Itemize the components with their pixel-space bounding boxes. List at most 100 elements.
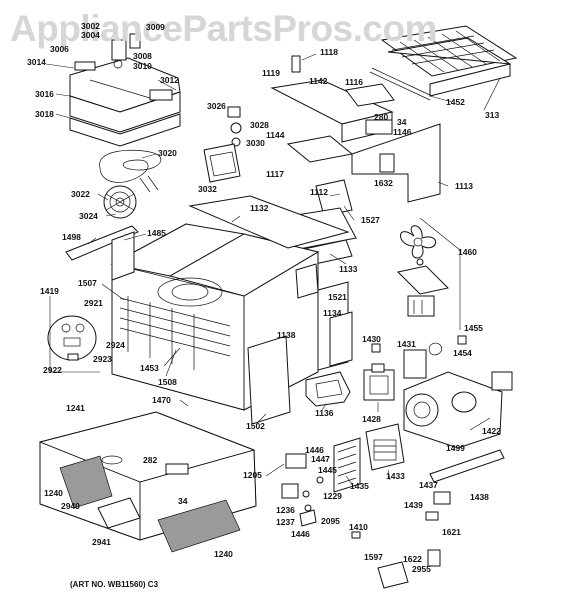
part-label-1116: 1116 <box>345 77 363 87</box>
part-label-2924: 2924 <box>106 340 125 350</box>
part-label-1446-upper: 1446 <box>305 445 324 455</box>
part-label-1431: 1431 <box>397 339 416 349</box>
grease-filter-right <box>157 499 241 553</box>
part-label-1422: 1422 <box>482 426 501 436</box>
part-label-1621: 1621 <box>442 527 461 537</box>
switches <box>371 335 467 379</box>
part-label-1470: 1470 <box>152 395 171 405</box>
part-label-1445: 1445 <box>318 465 337 475</box>
part-label-3012: 3012 <box>160 75 179 85</box>
part-label-3014: 3014 <box>27 57 46 67</box>
part-label-1410: 1410 <box>349 522 368 532</box>
part-label-1146: 1146 <box>393 127 412 137</box>
part-label-1437: 1437 <box>419 480 438 490</box>
side-rails <box>65 225 139 281</box>
part-label-34-bottom: 34 <box>178 496 188 506</box>
part-label-1133: 1133 <box>339 264 358 274</box>
part-label-1236: 1236 <box>276 505 295 515</box>
part-label-3026: 3026 <box>207 101 226 111</box>
mesh-panel <box>333 437 361 493</box>
thermostat-parts <box>203 106 242 183</box>
part-label-1229: 1229 <box>323 491 342 501</box>
part-label-3004: 3004 <box>81 30 100 40</box>
part-label-34-top: 34 <box>397 117 407 127</box>
part-label-1453: 1453 <box>140 363 159 373</box>
magnetron <box>363 363 395 401</box>
part-label-3032: 3032 <box>198 184 217 194</box>
part-label-1521: 1521 <box>328 292 347 302</box>
leader-lines <box>45 53 501 485</box>
part-label-1460: 1460 <box>458 247 477 257</box>
part-label-2955: 2955 <box>412 564 431 574</box>
part-label-1142: 1142 <box>309 76 328 86</box>
part-label-2922: 2922 <box>43 365 62 375</box>
part-label-3018: 3018 <box>35 109 54 119</box>
part-label-3024: 3024 <box>79 211 98 221</box>
part-label-1455: 1455 <box>464 323 483 333</box>
part-label-1632: 1632 <box>374 178 393 188</box>
part-label-1435: 1435 <box>350 481 369 491</box>
part-label-1113: 1113 <box>455 181 473 191</box>
part-label-1117: 1117 <box>266 169 284 179</box>
waveguide <box>305 371 351 407</box>
bracket-1499 <box>429 449 505 483</box>
part-label-1433: 1433 <box>386 471 405 481</box>
part-label-1134: 1134 <box>323 308 342 318</box>
part-label-313: 313 <box>485 110 500 120</box>
part-label-1240-left: 1240 <box>44 488 63 498</box>
part-label-2095: 2095 <box>321 516 340 526</box>
part-label-3016: 3016 <box>35 89 54 99</box>
part-label-1136: 1136 <box>315 408 334 418</box>
part-label-1138: 1138 <box>277 330 296 340</box>
part-label-1112: 1112 <box>310 187 328 197</box>
part-label-3020: 3020 <box>158 148 177 158</box>
part-label-3030: 3030 <box>246 138 265 148</box>
part-label-1119: 1119 <box>262 68 280 78</box>
part-label-1527: 1527 <box>361 215 380 225</box>
part-label-1237: 1237 <box>276 517 295 527</box>
part-label-2923: 2923 <box>93 354 112 364</box>
part-label-1446-lower: 1446 <box>291 529 310 539</box>
part-label-1438: 1438 <box>470 492 489 502</box>
oven-cavity <box>110 195 353 425</box>
part-label-1132: 1132 <box>250 203 269 213</box>
part-label-3002: 3002 <box>81 21 100 31</box>
part-label-280: 280 <box>374 112 389 122</box>
part-label-1447: 1447 <box>311 454 330 464</box>
part-label-1118: 1118 <box>320 47 338 57</box>
part-label-1498: 1498 <box>62 232 81 242</box>
part-label-1241: 1241 <box>66 403 85 413</box>
part-label-1507: 1507 <box>78 278 97 288</box>
part-label-282: 282 <box>143 455 158 465</box>
light-socket-parts <box>281 453 361 539</box>
vent-cover-assembly <box>69 33 181 147</box>
door-switch-parts <box>377 491 451 589</box>
charcoal-filter <box>97 497 141 529</box>
part-label-1419: 1419 <box>40 286 59 296</box>
part-label-1622: 1622 <box>403 554 422 564</box>
part-label-3010: 3010 <box>133 61 152 71</box>
part-label-1452: 1452 <box>446 97 465 107</box>
transformer <box>365 423 405 471</box>
part-label-1454: 1454 <box>453 348 472 358</box>
fan-assembly <box>396 217 461 330</box>
part-label-1485: 1485 <box>147 228 166 238</box>
grease-filter-left <box>59 455 113 509</box>
part-label-1205: 1205 <box>243 470 262 480</box>
art-number: (ART NO. WB11560) C3 <box>70 580 159 589</box>
oven-grille <box>369 25 518 101</box>
part-label-1144: 1144 <box>266 130 285 140</box>
part-label-1508: 1508 <box>158 377 177 387</box>
control-board <box>47 296 100 373</box>
convection-fan <box>103 185 137 219</box>
part-label-1428: 1428 <box>362 414 381 424</box>
part-label-1240-right: 1240 <box>214 549 233 559</box>
part-label-1597: 1597 <box>364 552 383 562</box>
heating-element <box>99 149 162 193</box>
part-label-2921: 2921 <box>84 298 103 308</box>
part-label-2940: 2940 <box>61 501 80 511</box>
part-label-3028: 3028 <box>250 120 269 130</box>
blower-motor <box>403 371 513 449</box>
part-label-3009: 3009 <box>146 22 165 32</box>
